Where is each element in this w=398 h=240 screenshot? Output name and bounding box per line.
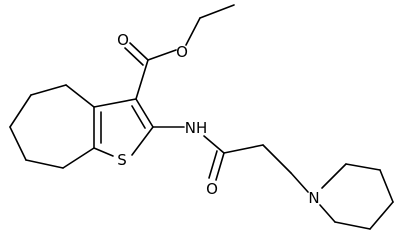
bond-amide-double-a (215, 152, 225, 181)
bond-co-ch2 (223, 144, 264, 154)
bond-c8-c7a (62, 147, 95, 169)
atom-o-carbonyl-ester: O (117, 31, 129, 49)
bond-o-carbonyl-c (147, 49, 177, 61)
bond-ethyl-terminal (199, 4, 235, 19)
atom-o-amide: O (206, 180, 218, 198)
bonds (9, 4, 394, 230)
bond-c6-c7 (9, 126, 27, 161)
bond-c3-c2 (135, 98, 154, 128)
bond-ch2-ch2 (262, 144, 292, 174)
bond-c3-c2-inner (131, 105, 146, 129)
bond-pip-c2-c3 (345, 163, 381, 171)
bond-c3-c3a (93, 98, 137, 108)
bond-pip-c3-c4 (379, 169, 394, 203)
bond-ethyl-o (185, 17, 201, 46)
atom-n-piperidine: N (308, 189, 319, 207)
bond-c7-c8 (25, 159, 64, 169)
bond-c2-s (131, 126, 154, 156)
bond-carbonyl-double-a (129, 42, 149, 61)
atom-labels: O O S NH O N (117, 31, 320, 207)
atom-s-thiophene: S (117, 151, 127, 169)
bond-amide-double-b (208, 150, 218, 179)
bond-c4-c5 (30, 84, 67, 96)
bond-c3a-c4 (65, 84, 95, 108)
bond-c5-c6 (9, 94, 32, 128)
bond-carbonyl-ring (135, 59, 149, 100)
bond-pip-c4-c5 (369, 201, 394, 230)
atom-o-ether-ester: O (176, 43, 188, 61)
bond-nh-co (203, 135, 225, 154)
bond-n-pip-c2 (321, 163, 347, 189)
bond-s-c7a (93, 147, 114, 157)
bond-carbonyl-double-b (124, 47, 144, 66)
bond-ch2-n (290, 172, 309, 193)
atom-nh-amide: NH (185, 119, 208, 137)
bond-pip-c5-c6 (334, 221, 371, 230)
bond-pip-c6-n (319, 204, 336, 223)
